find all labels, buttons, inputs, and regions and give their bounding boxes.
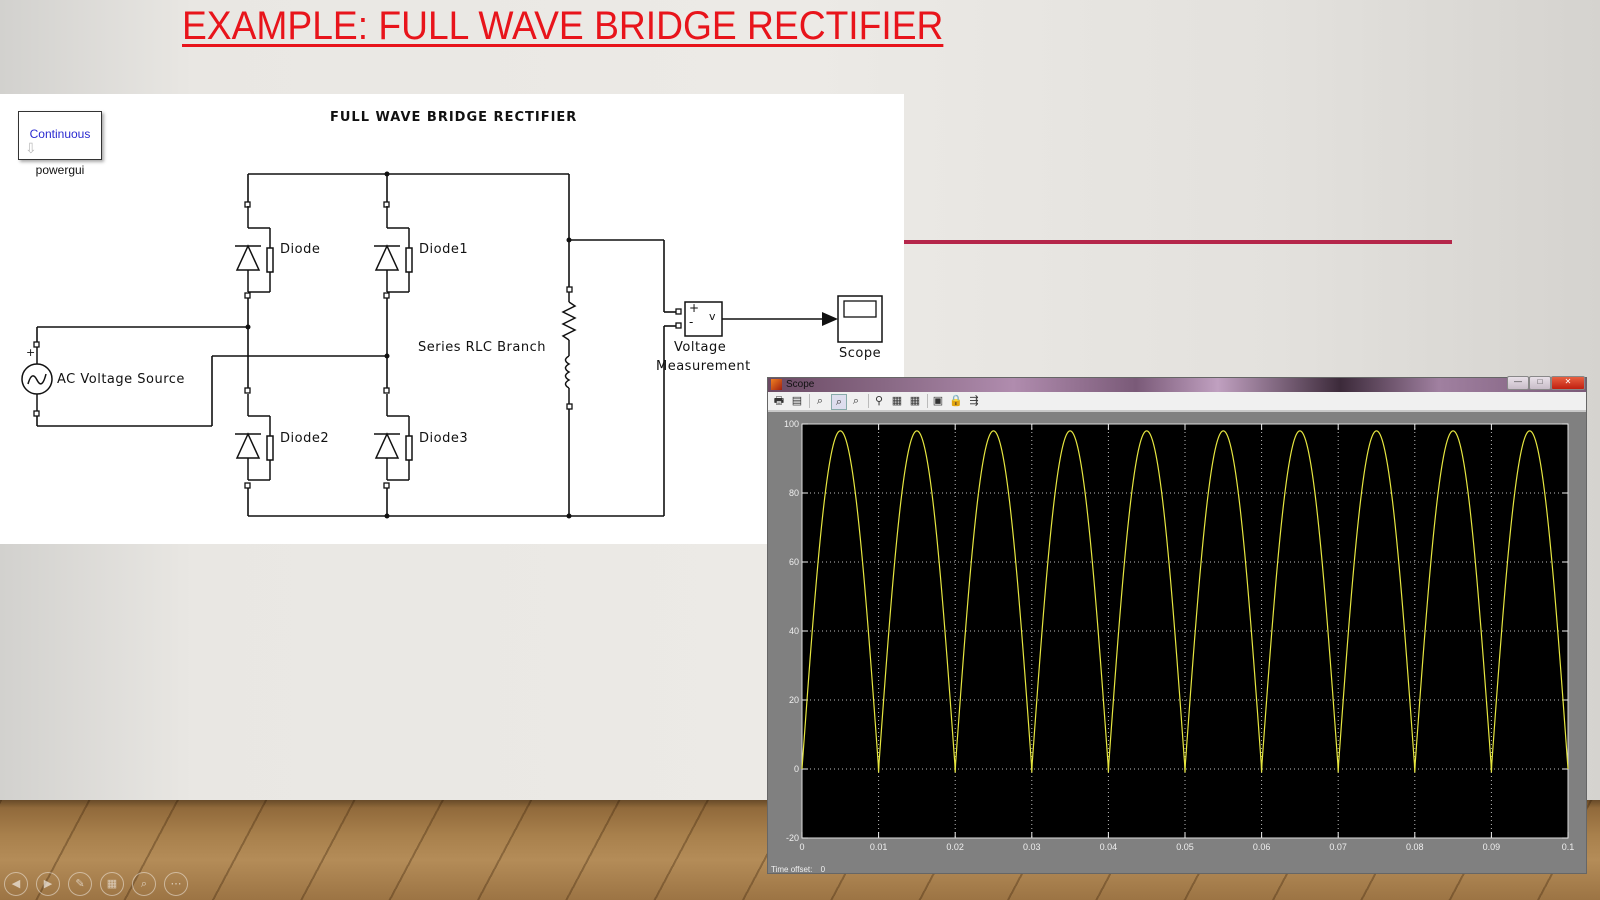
scope-block	[837, 295, 883, 343]
diode1-label: Diode1	[419, 242, 469, 257]
diode3-label: Diode3	[419, 431, 469, 446]
diode2-symbol	[234, 393, 274, 481]
x-tick-label: 0.06	[1253, 842, 1271, 852]
signal-line	[801, 430, 1569, 773]
scope-plot: 0 0.01 0.02 0.03 0.04 0.05 0.06 0.07 0.08 0.09 0.1…	[784, 419, 1575, 852]
y-tick-label: 40	[789, 626, 799, 636]
x-tick-label: 0.03	[1023, 842, 1041, 852]
vm-plus-sign: +	[689, 301, 700, 315]
scope-toolbar: 🖶 ▤ ⌕ ⌕ ⌕ ⚲ ▦ ▦ ▣ 🔒 ⇶	[768, 392, 1586, 412]
signal-selection-icon[interactable]: ⇶	[969, 395, 979, 407]
matlab-icon	[771, 379, 782, 390]
diode2-label: Diode2	[280, 431, 330, 446]
close-button[interactable]: ✕	[1551, 376, 1585, 390]
x-tick-label: 0.07	[1329, 842, 1347, 852]
time-offset-label: Time offset:	[771, 865, 813, 874]
next-slide-icon[interactable]: ▶	[36, 872, 60, 896]
x-tick-label: 0.08	[1406, 842, 1424, 852]
x-tick-label: 0	[799, 842, 804, 852]
ac-source-symbol	[21, 347, 53, 411]
slide-title: EXAMPLE: FULL WAVE BRIDGE RECTIFIER	[182, 4, 944, 48]
simulink-diagram: Continuous ⇩ powergui FULL WAVE BRIDGE R…	[0, 94, 904, 544]
powergui-mode: Continuous	[29, 127, 91, 141]
rlc-symbol	[561, 292, 577, 404]
y-tick-label: 60	[789, 557, 799, 567]
x-tick-label: 0.02	[946, 842, 964, 852]
parameters-icon[interactable]: ▤	[791, 395, 803, 407]
autoscale-icon[interactable]: ⚲	[874, 395, 884, 407]
vm-label-line2: Measurement	[656, 359, 751, 374]
x-tick-label: 0.09	[1483, 842, 1501, 852]
zoom-slide-icon[interactable]: ⌕	[132, 872, 156, 896]
zoom-x-icon[interactable]: ⌕	[831, 394, 847, 410]
x-tick-label: 0.04	[1100, 842, 1118, 852]
vm-v-symbol: v	[709, 310, 717, 323]
diode1-symbol	[373, 205, 413, 293]
diode-label: Diode	[280, 242, 321, 257]
scope-label: Scope	[839, 346, 882, 361]
x-tick-label: 0.1	[1562, 842, 1575, 852]
vm-minus-sign: -	[689, 315, 694, 329]
previous-slide-icon[interactable]: ◀	[4, 872, 28, 896]
y-tick-label: 20	[789, 695, 799, 705]
voltage-measurement-block	[684, 301, 723, 337]
x-tick-label: 0.01	[870, 842, 888, 852]
y-tick-label: 100	[784, 419, 799, 429]
vm-label-line1: Voltage	[674, 340, 727, 355]
scope-titlebar[interactable]: Scope — □ ✕	[768, 376, 1586, 392]
diode3-symbol	[373, 393, 413, 481]
maximize-button[interactable]: □	[1529, 376, 1551, 390]
restore-axes-icon[interactable]: ▦	[909, 395, 921, 407]
time-offset-value: 0	[820, 865, 826, 874]
pen-icon[interactable]: ✎	[68, 872, 92, 896]
circuit-wiring	[21, 171, 883, 519]
more-options-icon[interactable]: ⋯	[164, 872, 188, 896]
zoom-icon[interactable]: ⌕	[816, 395, 824, 407]
diagram-title: FULL WAVE BRIDGE RECTIFIER	[330, 110, 578, 125]
floating-scope-icon[interactable]: ▣	[932, 395, 944, 407]
zoom-y-icon[interactable]: ⌕	[852, 395, 860, 407]
rlc-label: Series RLC Branch	[418, 340, 546, 355]
accent-line	[904, 240, 1452, 244]
slide-navigation: ◀ ▶ ✎ ▦ ⌕ ⋯	[4, 872, 188, 896]
minimize-button[interactable]: —	[1507, 376, 1529, 390]
source-plus-sign: +	[26, 346, 36, 359]
x-tick-label: 0.05	[1176, 842, 1194, 852]
save-axes-icon[interactable]: ▦	[891, 395, 903, 407]
scope-window[interactable]: Scope — □ ✕ 🖶 ▤ ⌕ ⌕ ⌕ ⚲ ▦ ▦ ▣ 🔒 ⇶ 0 0.01 0.02 0.03 0.0…	[767, 376, 1587, 874]
scope-window-title: Scope	[786, 379, 815, 390]
y-tick-label: -20	[786, 833, 799, 843]
powergui-label: powergui	[35, 163, 85, 177]
slides-grid-icon[interactable]: ▦	[100, 872, 124, 896]
time-offset-readout: Time offset: 0	[771, 865, 825, 874]
y-tick-label: 80	[789, 488, 799, 498]
toolbar-separator	[868, 394, 869, 408]
powergui-block[interactable]: Continuous ⇩	[18, 111, 102, 160]
diode-symbol	[234, 205, 274, 293]
lock-axes-icon[interactable]: 🔒	[949, 395, 963, 407]
toolbar-separator	[809, 394, 810, 408]
down-arrow-icon: ⇩	[25, 140, 37, 156]
y-tick-label: 0	[794, 764, 799, 774]
print-icon[interactable]: 🖶	[773, 395, 785, 407]
plot-area	[801, 423, 1569, 839]
ac-source-label: AC Voltage Source	[57, 372, 185, 387]
toolbar-separator	[927, 394, 928, 408]
